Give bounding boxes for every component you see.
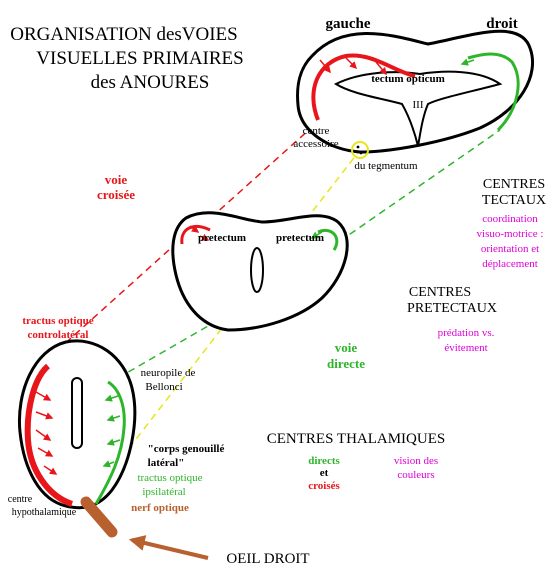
thalamus-green-tract xyxy=(94,380,126,505)
neuropile-line2: Bellonci xyxy=(145,381,182,393)
thalamic-function-line1: vision des xyxy=(394,455,438,467)
tectal-function-line2: visuo-motrice : xyxy=(477,228,544,240)
thalamic-function-line2: couleurs xyxy=(397,469,434,481)
tectal-centres-line1: CENTRES xyxy=(483,177,545,192)
crossed-dash-tectum xyxy=(174,119,321,251)
direct-path-line1: voie xyxy=(335,340,358,355)
tract-contra-line1: tractus optique xyxy=(22,315,93,327)
direct-dash-tectum xyxy=(329,129,501,249)
tectum-green-fibres xyxy=(467,52,520,132)
optic-nerve xyxy=(80,496,118,538)
crossed-path-line2: croisée xyxy=(97,187,135,202)
thalamus-section xyxy=(17,339,137,538)
side-label-left: gauche xyxy=(326,16,371,32)
ventricle-label: III xyxy=(413,99,424,111)
hypothalamic-line2: hypothalamique xyxy=(12,507,77,518)
tectum-ventricle xyxy=(333,70,503,147)
title-line2: VISUELLES PRIMAIRES xyxy=(36,48,243,69)
pretectal-function-line1: prédation vs. xyxy=(438,327,495,339)
pretectal-function-line2: évitement xyxy=(444,342,487,354)
eye-arrow xyxy=(128,535,209,560)
eye-label: OEIL DROIT xyxy=(226,551,309,567)
tract-contra-line2: controlatéral xyxy=(28,329,89,341)
diagram-title: ORGANISATION desVOIES VISUELLES PRIMAIRE… xyxy=(10,24,243,93)
tract-ipsi-line1: tractus optique xyxy=(137,472,202,484)
thalamic-crossed: croisés xyxy=(308,480,340,492)
thalamus-ventricle xyxy=(71,377,83,449)
thalamus-red-tract xyxy=(24,363,74,507)
tectal-function-line4: déplacement xyxy=(482,258,538,270)
tectal-centres-line2: TECTAUX xyxy=(482,193,546,208)
tectum-section xyxy=(296,29,535,159)
accessory-centre-mark xyxy=(351,141,369,159)
pretectum-green-fibres xyxy=(317,229,339,251)
hypothalamic-line1: centre xyxy=(8,494,33,505)
pretectum-section xyxy=(171,211,349,332)
thalamic-centres-label: CENTRES THALAMIQUES xyxy=(267,431,445,447)
pretectal-centres-line2: PRETECTAUX xyxy=(407,301,497,316)
title-line3: des ANOURES xyxy=(91,72,210,93)
accessory-label-line3: du tegmentum xyxy=(354,160,418,172)
side-label-right: droit xyxy=(486,16,517,32)
pretectal-centres-line1: CENTRES xyxy=(409,285,471,300)
pretectum-ventricle xyxy=(250,247,264,293)
tract-ipsi-line2: ipsilatéral xyxy=(142,486,185,498)
thalamic-direct: directs xyxy=(308,455,340,467)
direct-path-line2: directe xyxy=(327,356,365,371)
optic-nerve-label: nerf optique xyxy=(131,502,189,514)
tectum-red-fibres xyxy=(311,53,416,121)
neuropile-line1: neuropile de xyxy=(141,367,196,379)
tectal-function-line3: orientation et xyxy=(481,243,539,255)
pretectum-label-right: pretectum xyxy=(276,232,324,244)
geniculate-line1: "corps genouillé xyxy=(148,443,225,455)
title-line1: ORGANISATION desVOIES xyxy=(10,24,237,45)
geniculate-line2: latéral" xyxy=(148,457,185,469)
pretectum-red-fibres xyxy=(180,225,211,245)
thalamic-and: et xyxy=(320,467,329,479)
crossed-path-line1: voie xyxy=(105,172,128,187)
pretectum-label-left: pretectum xyxy=(198,232,246,244)
accessory-label-line2: accessoire xyxy=(293,138,338,150)
tectal-function-line1: coordination xyxy=(482,213,538,225)
accessory-label-line1: centre xyxy=(303,125,330,137)
tectum-label: tectum opticum xyxy=(371,73,445,85)
